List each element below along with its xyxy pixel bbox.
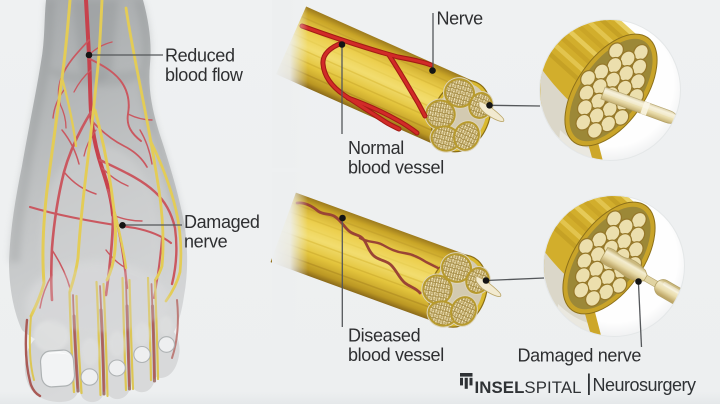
svg-text:blood vessel: blood vessel <box>348 157 444 177</box>
svg-text:Diseased: Diseased <box>348 326 420 346</box>
svg-text:Nerve: Nerve <box>437 8 484 28</box>
svg-text:INSELSPITAL: INSELSPITAL <box>475 378 582 397</box>
svg-text:Neurosurgery: Neurosurgery <box>593 375 697 395</box>
svg-text:blood vessel: blood vessel <box>348 345 444 365</box>
svg-text:Damaged nerve: Damaged nerve <box>518 345 642 365</box>
svg-text:nerve: nerve <box>184 232 228 252</box>
svg-text:Reduced: Reduced <box>165 46 235 66</box>
svg-text:Damaged: Damaged <box>184 212 260 232</box>
svg-text:blood flow: blood flow <box>165 65 244 85</box>
svg-text:Normal: Normal <box>348 138 404 158</box>
